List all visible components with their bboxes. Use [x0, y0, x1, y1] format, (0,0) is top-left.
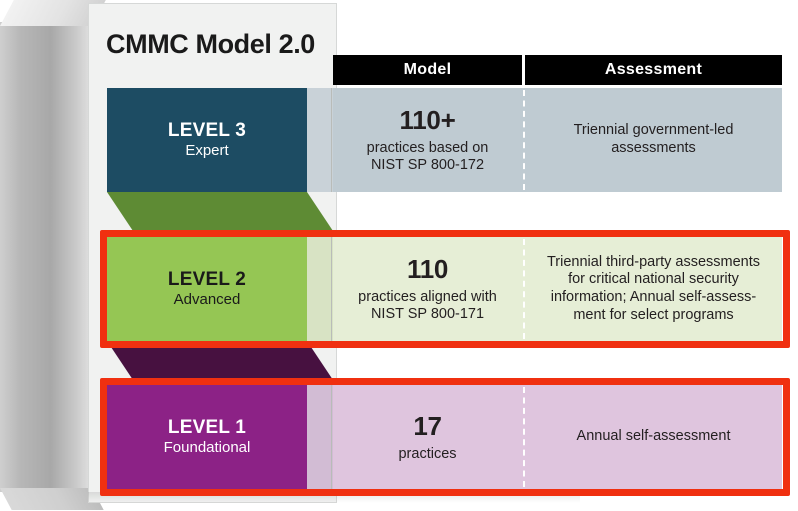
level2-row-background — [333, 237, 782, 341]
level1-tier: Foundational — [163, 439, 251, 457]
level3-row-background — [333, 88, 782, 192]
level2-tier: Advanced — [173, 291, 241, 309]
level1-practice-count: 17 — [413, 410, 442, 441]
level2-assessment-line-1: Triennial third-party assessments — [546, 253, 760, 270]
level2-assessment-line-4: ment for select programs — [573, 306, 734, 323]
level1-practice-line-1: practices — [398, 445, 457, 462]
level2-practice-count: 110 — [406, 253, 449, 284]
level3-practice-count: 110+ — [399, 104, 456, 135]
level1-dashed-divider — [523, 387, 525, 487]
level3-practice-line-1: practices based on — [366, 139, 489, 156]
level3-practice-line-2: NIST SP 800-172 — [370, 157, 485, 174]
page-title: CMMC Model 2.0 — [106, 28, 315, 59]
highlight-box-level2 — [100, 230, 790, 348]
level3-label-block[interactable]: LEVEL 3 Expert — [107, 88, 307, 192]
connector-level3-to-level2 — [107, 192, 337, 237]
level1-mid-band — [307, 385, 333, 489]
level2-model-cell: 110 practices aligned with NIST SP 800-1… — [333, 237, 522, 341]
level1-column-divider — [331, 385, 332, 489]
level1-row-background — [333, 385, 782, 489]
level2-assessment-line-2: for critical national security — [568, 271, 739, 288]
column-header-model: Model — [333, 55, 522, 85]
level2-name: LEVEL 2 — [167, 268, 247, 290]
level2-assessment-cell: Triennial third-party assessments for cr… — [525, 237, 782, 341]
level1-model-cell: 17 practices — [333, 385, 522, 489]
panel-drop-shadow — [88, 492, 580, 503]
level2-mid-band — [307, 237, 333, 341]
level3-tier: Expert — [185, 142, 229, 160]
level1-name: LEVEL 1 — [167, 416, 247, 438]
level3-assessment-line-1: Triennial government-led — [573, 122, 734, 139]
level3-dashed-divider — [523, 90, 525, 190]
highlight-box-level1 — [100, 378, 790, 496]
column-header-assessment: Assessment — [525, 55, 782, 85]
level2-practice-line-1: practices aligned with — [358, 288, 497, 305]
level1-assessment-line-1: Annual self-assessment — [576, 428, 731, 445]
level1-label-block[interactable]: LEVEL 1 Foundational — [107, 385, 307, 489]
level2-label-block[interactable]: LEVEL 2 Advanced — [107, 237, 307, 341]
level3-assessment-cell: Triennial government-led assessments — [525, 88, 782, 192]
book-spine-3d — [0, 22, 92, 492]
level2-column-divider — [331, 237, 332, 341]
connector-level2-to-level1 — [107, 341, 337, 386]
level1-assessment-cell: Annual self-assessment — [525, 385, 782, 489]
level3-model-cell: 110+ practices based on NIST SP 800-172 — [333, 88, 522, 192]
level3-mid-band — [307, 88, 333, 192]
level2-practice-line-2: NIST SP 800-171 — [370, 306, 485, 323]
level3-assessment-line-2: assessments — [611, 140, 696, 156]
level3-column-divider — [331, 88, 332, 192]
level2-dashed-divider — [523, 239, 525, 339]
level2-assessment-line-3: information; Annual self-assess- — [550, 289, 757, 305]
level3-name: LEVEL 3 — [167, 119, 247, 141]
